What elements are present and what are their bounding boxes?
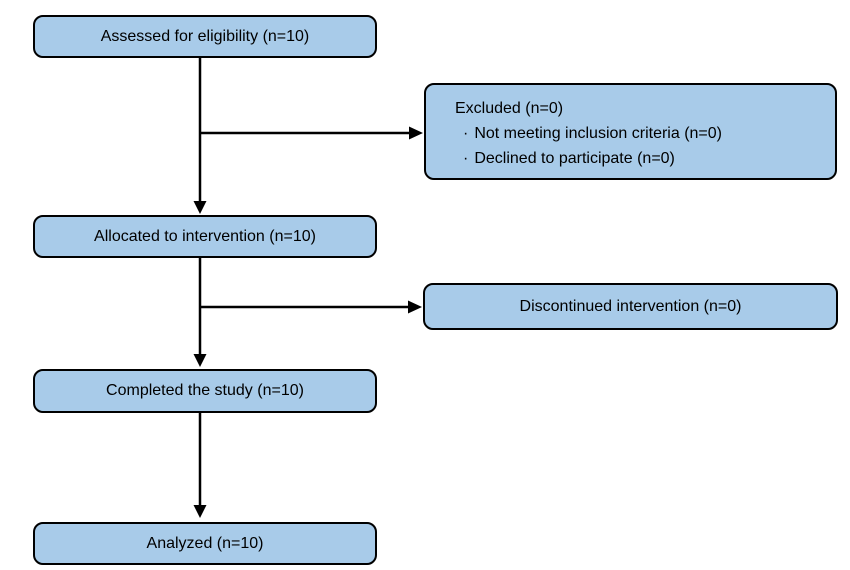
arrow-completed-to-analyzed [193,413,207,518]
node-excluded: Excluded (n=0) · Not meeting inclusion cr… [424,83,837,180]
arrow-allocated-to-completed [193,258,207,367]
node-assessed-for-eligibility: Assessed for eligibility (n=10) [33,15,377,58]
excluded-item-1-label: Not meeting inclusion criteria (n=0) [474,125,722,142]
bullet-icon: · [463,150,469,167]
node-completed-label: Completed the study (n=10) [106,382,304,400]
node-discontinued-intervention: Discontinued intervention (n=0) [423,283,838,330]
excluded-item-2-label: Declined to participate (n=0) [474,150,675,167]
node-completed-the-study: Completed the study (n=10) [33,369,377,413]
arrow-branch-to-discontinued [200,300,422,314]
node-discontinued-label: Discontinued intervention (n=0) [519,297,742,315]
excluded-item-1: · Not meeting inclusion criteria (n=0) [463,121,827,146]
node-allocated-to-intervention: Allocated to intervention (n=10) [33,215,377,258]
node-analyzed-label: Analyzed (n=10) [146,534,264,552]
node-analyzed: Analyzed (n=10) [33,522,377,565]
arrow-branch-to-excluded [200,126,423,140]
bullet-icon: · [463,125,469,142]
node-allocated-label: Allocated to intervention (n=10) [94,227,316,245]
node-assessed-label: Assessed for eligibility (n=10) [100,27,310,45]
excluded-item-2: · Declined to participate (n=0) [463,146,827,171]
excluded-title: Excluded (n=0) [455,100,564,117]
arrow-assessed-to-allocated [193,58,207,214]
